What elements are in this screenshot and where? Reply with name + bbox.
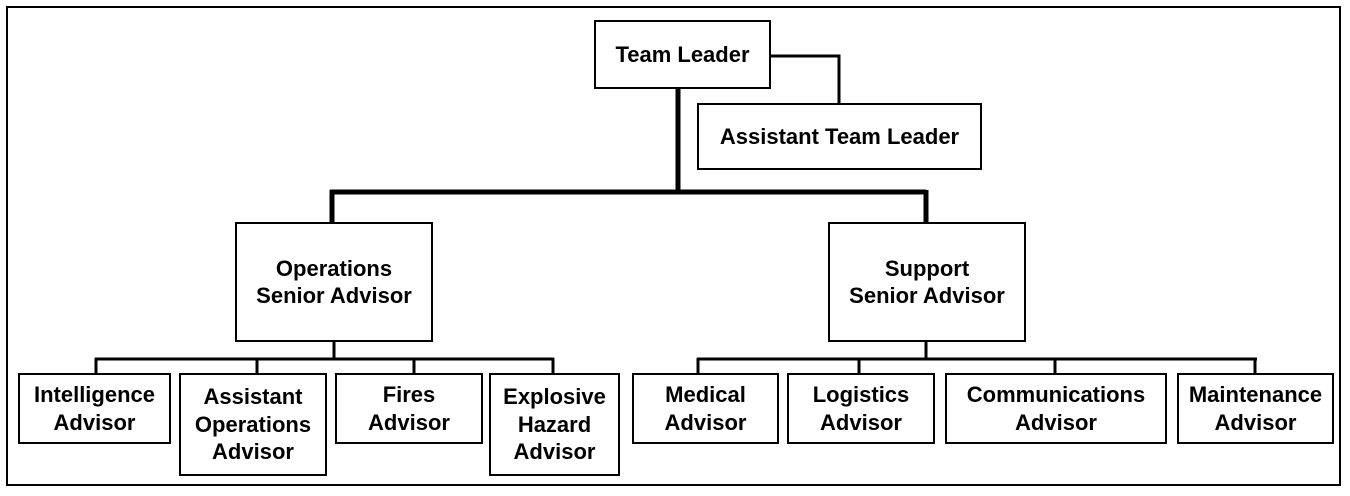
intelligence-advisor-label: Intelligence Advisor: [33, 382, 156, 435]
maintenance-advisor-box: Maintenance Advisor: [1177, 373, 1334, 444]
fires-advisor-box: Fires Advisor: [335, 373, 483, 444]
intelligence-advisor-box: Intelligence Advisor: [18, 373, 171, 444]
assistant-team-leader-box: Assistant Team Leader: [697, 103, 982, 170]
assistant-operations-advisor-label: Assistant Operations Advisor: [194, 384, 312, 465]
communications-advisor-label: Communications Advisor: [966, 382, 1146, 435]
operations-senior-advisor-box: Operations Senior Advisor: [235, 222, 433, 342]
maintenance-advisor-label: Maintenance Advisor: [1188, 382, 1323, 435]
explosive-hazard-advisor-box: Explosive Hazard Advisor: [489, 373, 620, 476]
communications-advisor-box: Communications Advisor: [945, 373, 1167, 444]
support-senior-advisor-box: Support Senior Advisor: [828, 222, 1026, 342]
explosive-hazard-advisor-label: Explosive Hazard Advisor: [503, 384, 606, 465]
team-leader-label: Team Leader: [615, 41, 750, 67]
connector-assistant: [770, 54, 841, 104]
support-senior-advisor-label: Support Senior Advisor: [849, 255, 1005, 309]
operations-senior-advisor-label: Operations Senior Advisor: [256, 255, 412, 309]
assistant-team-leader-label: Assistant Team Leader: [719, 123, 960, 149]
medical-advisor-box: Medical Advisor: [632, 373, 779, 444]
medical-advisor-label: Medical Advisor: [664, 382, 747, 435]
logistics-advisor-box: Logistics Advisor: [787, 373, 935, 444]
diagram-frame: [6, 6, 1341, 486]
fires-advisor-label: Fires Advisor: [368, 382, 450, 435]
assistant-operations-advisor-box: Assistant Operations Advisor: [179, 373, 327, 476]
team-leader-box: Team Leader: [594, 20, 771, 89]
logistics-advisor-label: Logistics Advisor: [812, 382, 910, 435]
